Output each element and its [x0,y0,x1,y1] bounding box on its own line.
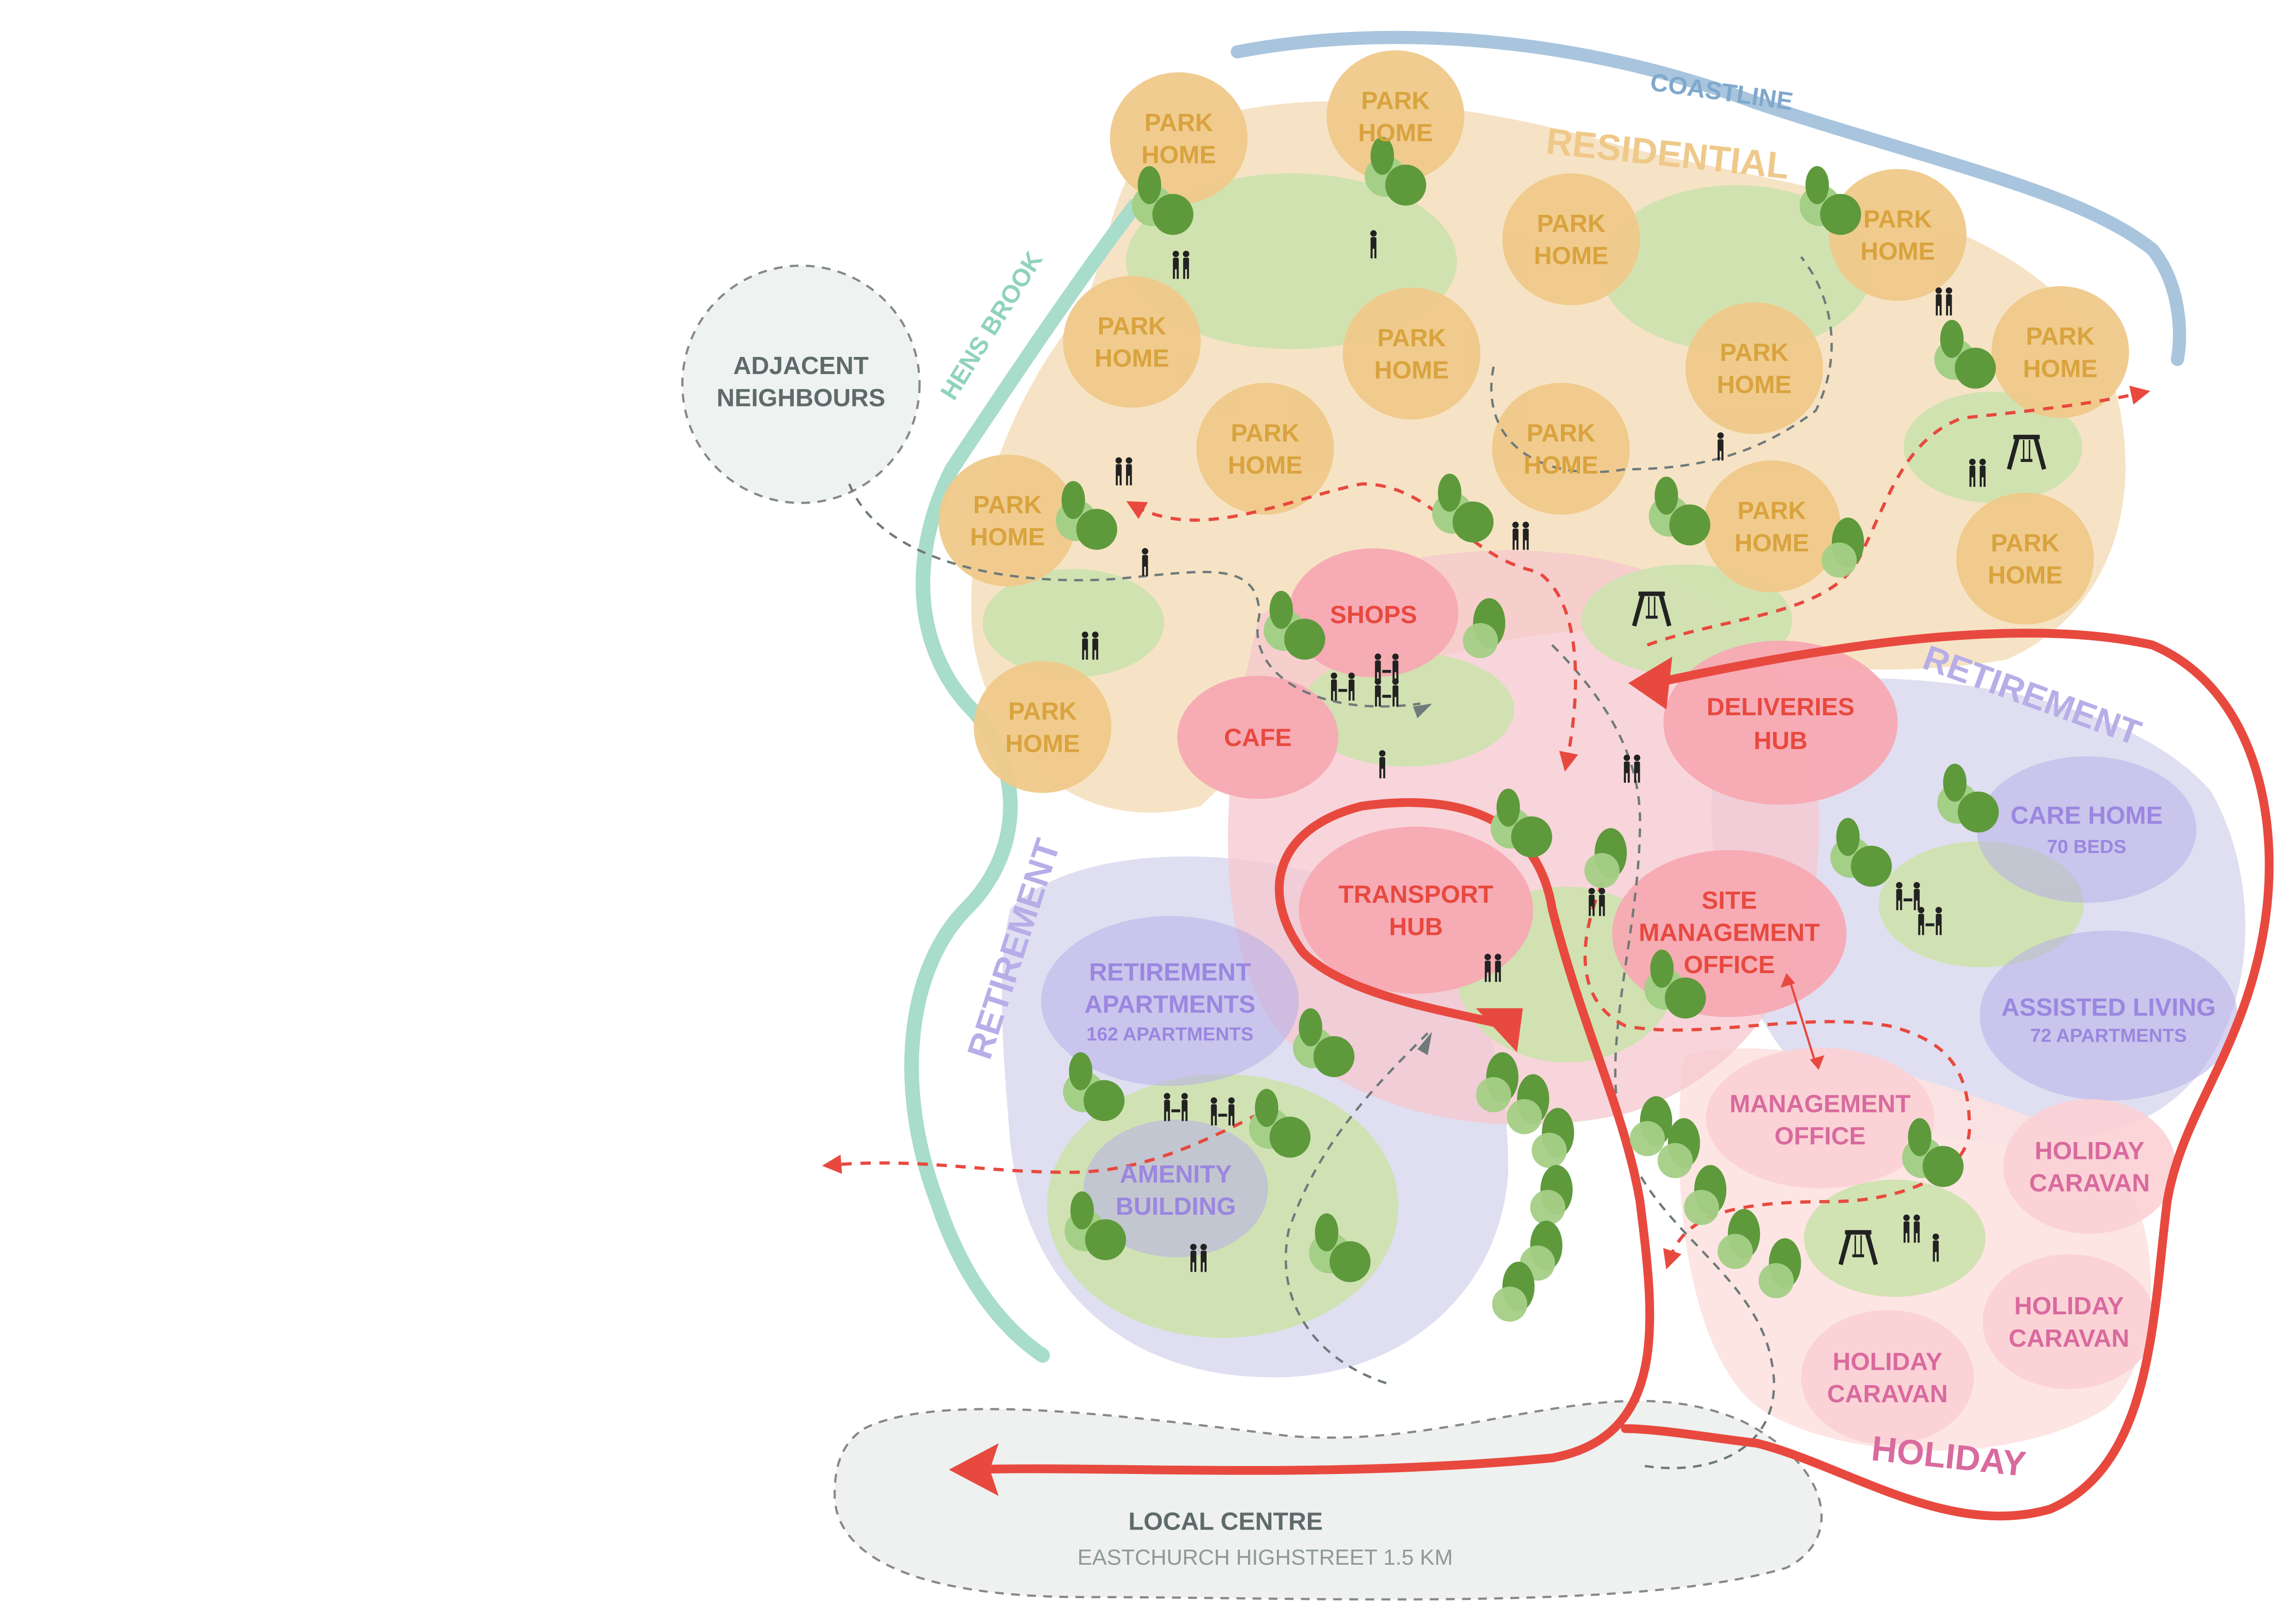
svg-text:CAFE: CAFE [1224,724,1292,752]
svg-text:SHOPS: SHOPS [1330,601,1417,629]
red-dashed-routes [822,386,2151,1269]
svg-text:OFFICE: OFFICE [1774,1122,1866,1150]
route-arrow-transport [1476,1008,1523,1052]
svg-text:PARK: PARK [1008,698,1077,725]
svg-text:PARK: PARK [1361,87,1430,114]
svg-text:AMENITY: AMENITY [1120,1160,1232,1188]
svg-text:ASSISTED LIVING: ASSISTED LIVING [2001,993,2215,1021]
adjacent-neighbours-label: ADJACENT NEIGHBOURS [716,352,885,412]
svg-text:PARK: PARK [1231,419,1300,447]
svg-text:EASTCHURCH HIGHSTREET 1.5 KM: EASTCHURCH HIGHSTREET 1.5 KM [1077,1545,1453,1570]
svg-text:72 APARTMENTS: 72 APARTMENTS [2030,1025,2187,1046]
svg-text:HUB: HUB [1754,727,1807,755]
svg-text:HOME: HOME [1228,451,1302,479]
adjacent-neighbours-circle [681,264,921,504]
svg-text:HOME: HOME [1735,529,1809,557]
hens-brook [904,198,1142,1363]
park-home-labels: PARK HOME PARK HOME PARK HOME PARK HOME PARK… [970,87,2097,757]
svg-text:PARK: PARK [1377,324,1446,352]
svg-text:NEIGHBOURS: NEIGHBOURS [716,384,885,412]
svg-text:DELIVERIES: DELIVERIES [1706,693,1854,721]
svg-text:162 APARTMENTS: 162 APARTMENTS [1086,1024,1253,1045]
svg-text:HOLIDAY: HOLIDAY [2014,1292,2124,1320]
svg-text:APARTMENTS: APARTMENTS [1084,990,1255,1018]
local-centre-label: LOCAL CENTRE EASTCHURCH HIGHSTREET 1.5 K… [1077,1507,1453,1570]
route-arrow-local-centre [949,1443,999,1496]
svg-text:HOME: HOME [1141,141,1216,169]
svg-text:HOME: HOME [2023,355,2097,382]
svg-text:PARK: PARK [2026,323,2095,350]
svg-text:PARK: PARK [1145,109,1213,137]
hens-brook-label: HENS BROOK [935,247,1048,405]
svg-text:SITE: SITE [1702,887,1757,914]
svg-text:HOME: HOME [970,523,1045,551]
svg-text:PARK: PARK [1991,529,2060,557]
svg-text:RETIREMENT: RETIREMENT [1089,958,1251,986]
svg-text:PARK: PARK [1527,419,1596,447]
svg-text:HOME: HOME [1358,119,1433,147]
svg-text:HOME: HOME [1534,242,1608,270]
svg-text:PARK: PARK [1537,210,1606,237]
svg-text:70 BEDS: 70 BEDS [2047,836,2126,857]
svg-text:HOME: HOME [1860,237,1935,265]
svg-text:PARK: PARK [1863,206,1932,233]
svg-text:CARAVAN: CARAVAN [2029,1169,2150,1197]
svg-text:CARAVAN: CARAVAN [2009,1324,2129,1352]
svg-text:TRANSPORT: TRANSPORT [1338,881,1493,908]
route-arrow-deliveries [1628,656,1673,710]
svg-text:HOME: HOME [1988,561,2062,589]
svg-text:CARAVAN: CARAVAN [1827,1380,1948,1408]
holiday-labels: MANAGEMENT OFFICE HOLIDAY CARAVAN HOLIDAY… [1730,1090,2150,1408]
coastline [1231,31,2186,366]
management-link-arrow [1788,978,1817,1064]
svg-text:HOME: HOME [1374,356,1449,384]
svg-text:HOME: HOME [1524,451,1598,479]
svg-text:HOME: HOME [1717,371,1792,399]
svg-text:HOME: HOME [1095,344,1169,372]
retirement-buildings [1041,756,2238,1257]
svg-text:HOME: HOME [1005,730,1080,757]
retirement-labels: RETIREMENT APARTMENTS 162 APARTMENTS AME… [1084,801,2215,1220]
svg-text:HUB: HUB [1389,913,1443,941]
svg-text:BUILDING: BUILDING [1116,1193,1236,1220]
svg-text:CARE HOME: CARE HOME [2010,801,2163,829]
main-vehicle-route [962,629,2274,1521]
holiday-buildings [1705,1048,2176,1445]
coastline-label: COASTLINE [1649,68,1795,116]
svg-text:MANAGEMENT: MANAGEMENT [1639,918,1820,946]
svg-text:PARK: PARK [1720,339,1789,367]
svg-text:HOLIDAY: HOLIDAY [2035,1137,2144,1165]
svg-text:MANAGEMENT: MANAGEMENT [1730,1090,1910,1118]
svg-text:PARK: PARK [973,491,1042,519]
park-homes [939,50,2129,793]
svg-text:PARK: PARK [1737,497,1806,525]
svg-text:OFFICE: OFFICE [1684,951,1775,979]
svg-text:PARK: PARK [1098,312,1167,340]
svg-text:LOCAL CENTRE: LOCAL CENTRE [1128,1507,1323,1535]
svg-text:ADJACENT: ADJACENT [733,352,869,380]
commercial-labels: SHOPS CAFE DELIVERIES HUB TRANSPORT HUB … [1224,601,1855,979]
svg-text:HOLIDAY: HOLIDAY [1833,1348,1942,1375]
